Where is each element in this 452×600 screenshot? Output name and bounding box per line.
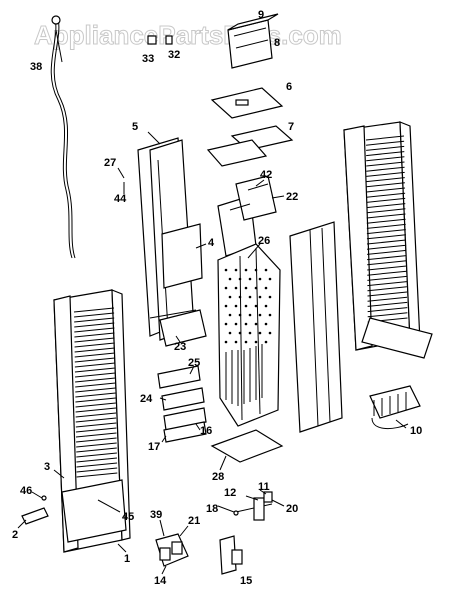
part-bracket-15 bbox=[219, 535, 243, 575]
part-2 bbox=[21, 507, 49, 525]
part-heat-exchanger-26 bbox=[217, 243, 281, 427]
part-control-valve-14 bbox=[155, 533, 189, 567]
callout-6: 6 bbox=[286, 81, 292, 93]
part-rear-panel bbox=[289, 221, 343, 433]
callout-28: 28 bbox=[212, 471, 224, 483]
callout-4: 4 bbox=[208, 237, 215, 249]
callout-21: 21 bbox=[188, 515, 200, 527]
callout-12: 12 bbox=[224, 487, 236, 499]
part-left-front-panel-1 bbox=[53, 289, 131, 553]
callout-14: 14 bbox=[154, 575, 167, 587]
callout-25: 25 bbox=[188, 357, 200, 369]
part-gasket-7 bbox=[206, 125, 294, 167]
part-right-front-panel bbox=[343, 121, 433, 359]
part-top-bracket bbox=[227, 13, 279, 69]
callout-32: 32 bbox=[168, 49, 180, 61]
leader-lines bbox=[17, 29, 407, 575]
callout-33: 33 bbox=[142, 53, 154, 65]
part-bottom-plate-28 bbox=[210, 429, 284, 463]
callout-16: 16 bbox=[200, 425, 212, 437]
callout-1: 1 bbox=[124, 553, 130, 565]
part-baffle-4 bbox=[161, 223, 203, 289]
callout-45: 45 bbox=[122, 511, 134, 523]
callout-20: 20 bbox=[286, 503, 298, 515]
part-plates-25-24-17 bbox=[157, 365, 207, 443]
callout-24: 24 bbox=[140, 393, 153, 405]
callout-labels: 9 8 33 32 38 6 5 7 27 44 42 22 4 26 23 2… bbox=[12, 9, 422, 587]
callout-11: 11 bbox=[258, 481, 270, 493]
callout-44: 44 bbox=[114, 193, 127, 205]
callout-7: 7 bbox=[288, 121, 294, 133]
callout-8: 8 bbox=[274, 37, 280, 49]
callout-38: 38 bbox=[30, 61, 42, 73]
part-cable bbox=[50, 17, 73, 259]
callout-22: 22 bbox=[286, 191, 298, 203]
callout-15: 15 bbox=[240, 575, 252, 587]
callout-39: 39 bbox=[150, 509, 162, 521]
callout-26: 26 bbox=[258, 235, 270, 247]
part-screws-33-32 bbox=[147, 35, 173, 45]
part-valve-11-12-18-20 bbox=[233, 491, 273, 521]
callout-42: 42 bbox=[260, 169, 272, 181]
callout-10: 10 bbox=[410, 425, 422, 437]
callout-27: 27 bbox=[104, 157, 116, 169]
callout-3: 3 bbox=[44, 461, 50, 473]
callout-17: 17 bbox=[148, 441, 160, 453]
callout-5: 5 bbox=[132, 121, 138, 133]
callout-2: 2 bbox=[12, 529, 18, 541]
callout-23: 23 bbox=[174, 341, 186, 353]
callout-9: 9 bbox=[258, 9, 264, 21]
callout-46: 46 bbox=[20, 485, 32, 497]
watermark: AppliancePartsPros.com bbox=[34, 20, 342, 50]
part-bracket-23 bbox=[159, 309, 207, 347]
callout-18: 18 bbox=[206, 503, 218, 515]
part-burner-10 bbox=[369, 385, 421, 429]
